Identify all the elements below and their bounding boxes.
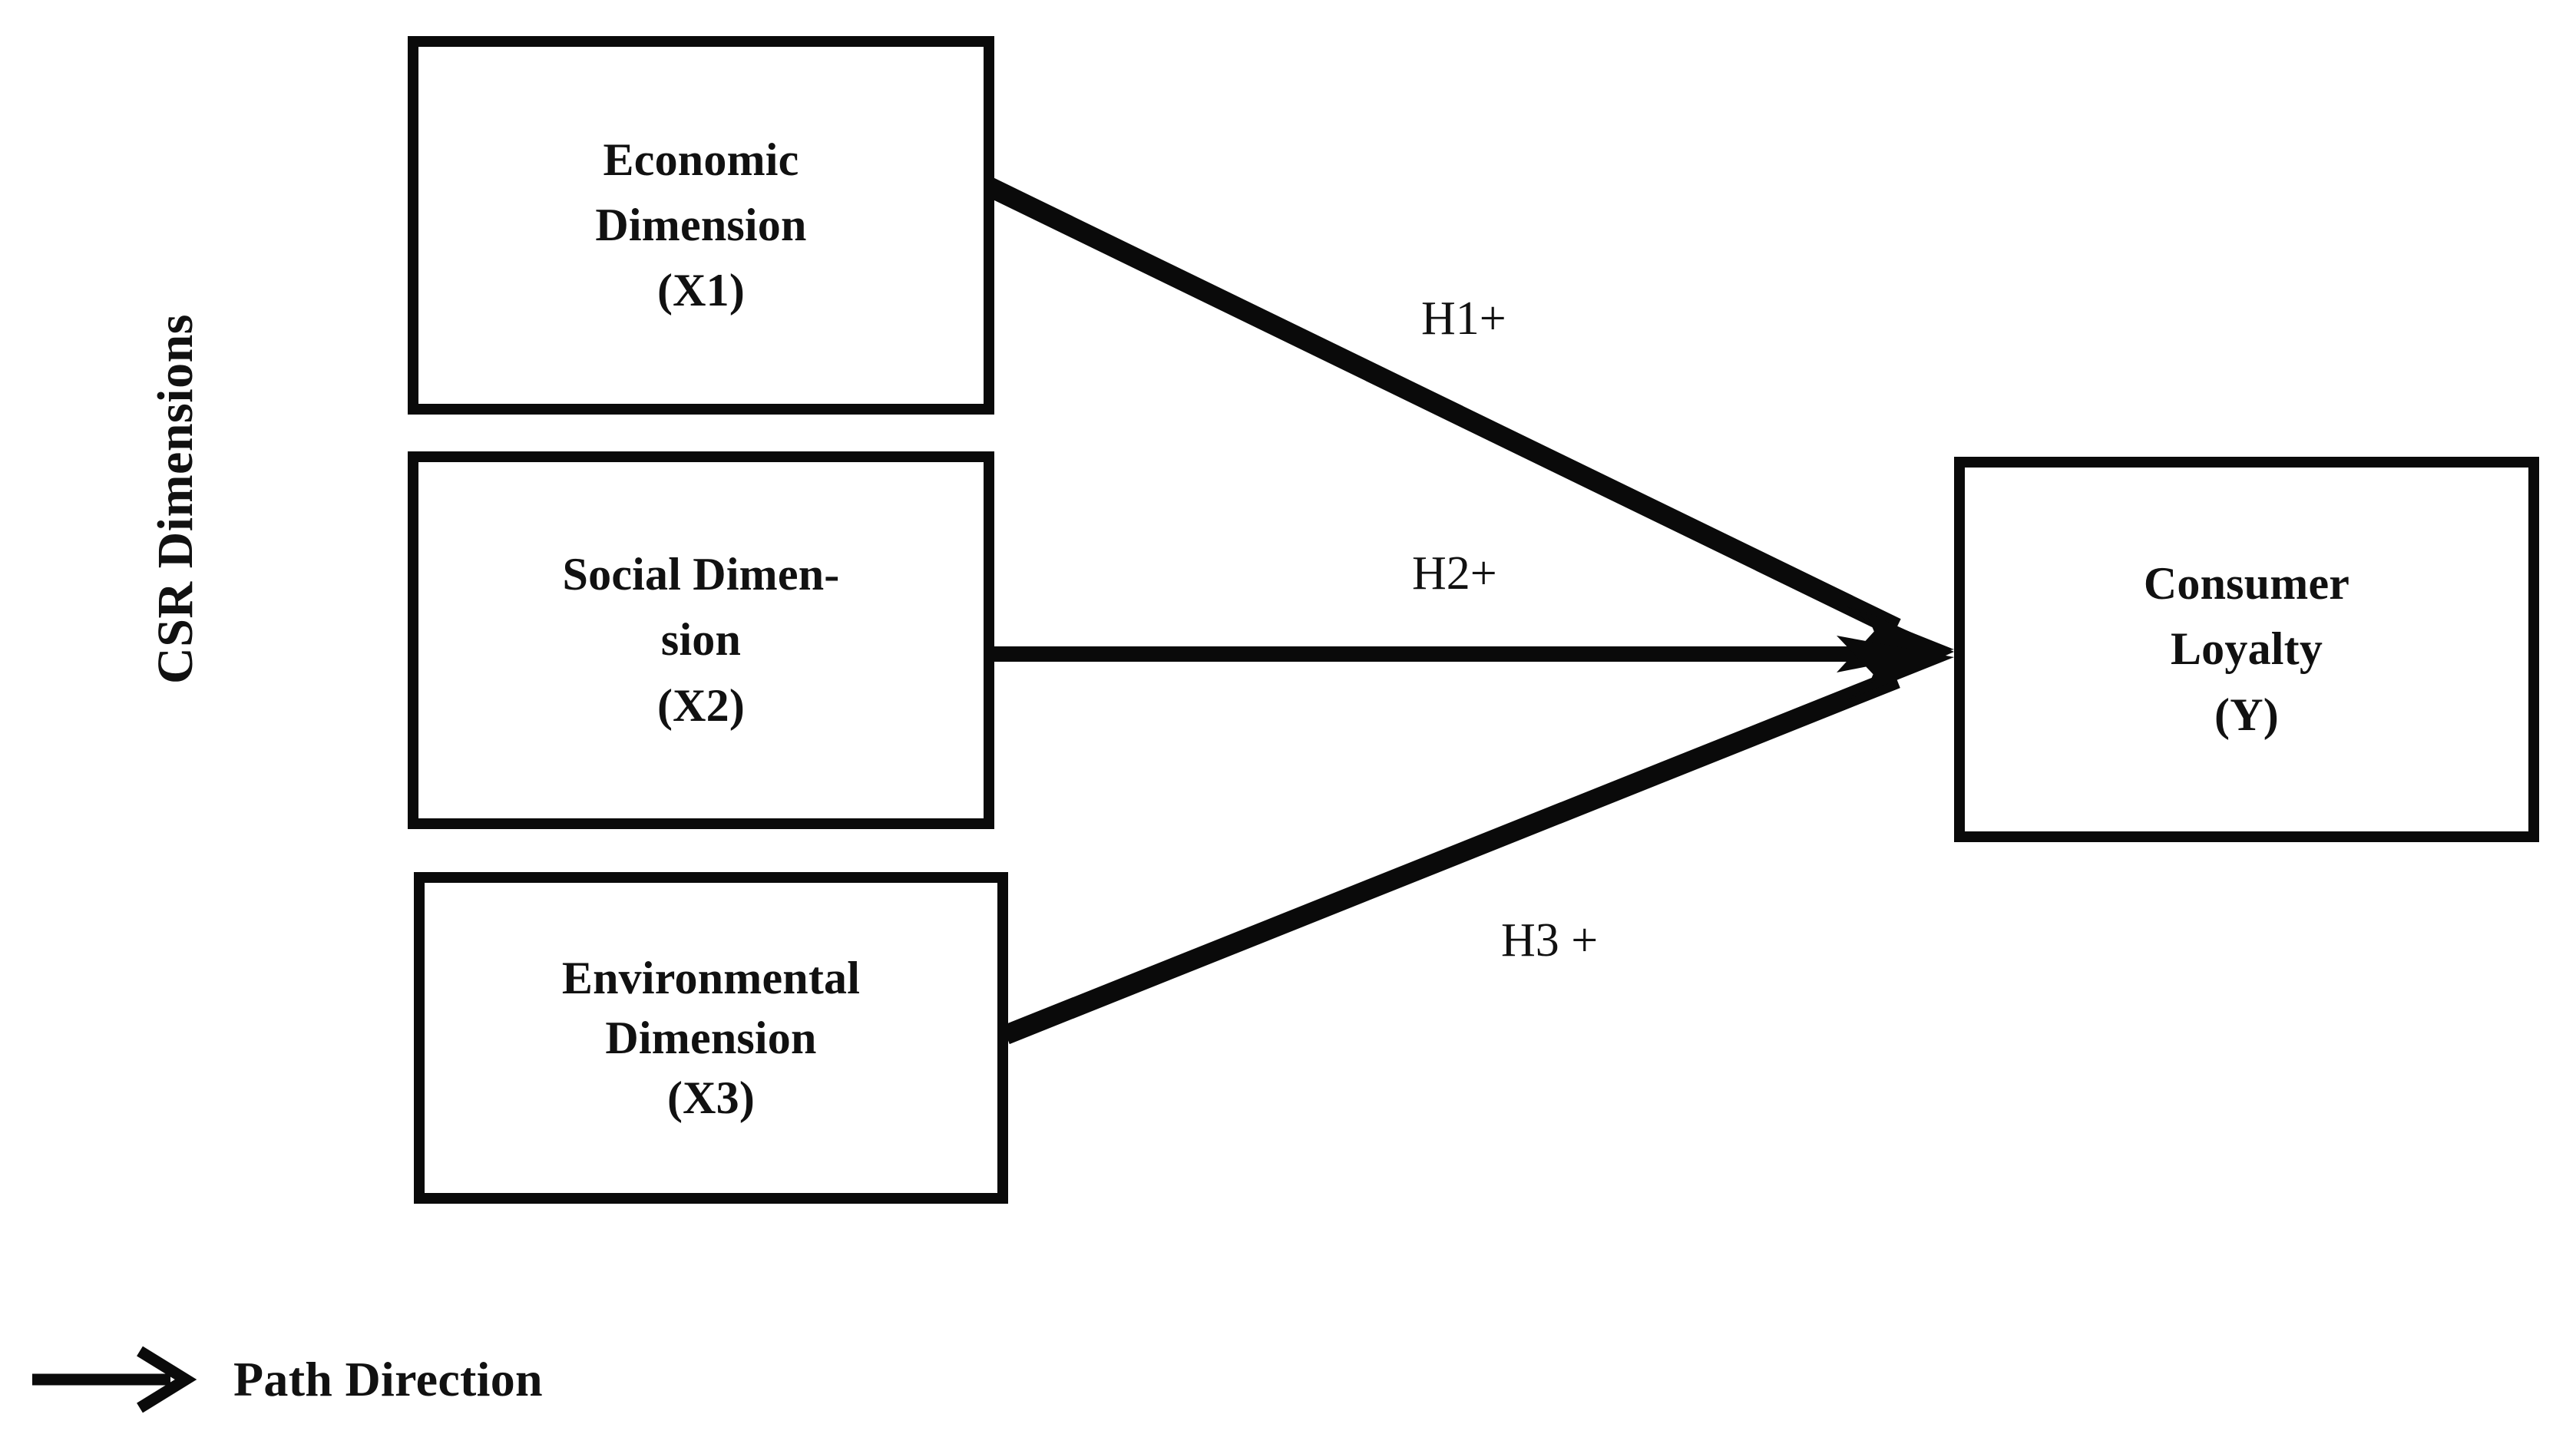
legend: Path Direction — [28, 1345, 543, 1414]
node-social-dimension[interactable]: Social Dimen- sion (X2) — [408, 451, 994, 829]
node-social-line-2: sion — [660, 614, 742, 666]
node-social-line-3: (X2) — [656, 679, 746, 731]
node-environmental-line-1: Environmental — [561, 953, 861, 1003]
hypothesis-label-h1: H1+ — [1421, 292, 1506, 345]
node-environmental-line-2: Dimension — [605, 1013, 817, 1063]
path-arrow-h2 — [990, 612, 1954, 692]
node-social-line-1: Social Dimen- — [562, 549, 840, 600]
path-arrow-h3 — [1002, 636, 1954, 1045]
node-environmental-line-3: (X3) — [666, 1072, 756, 1123]
legend-label: Path Direction — [233, 1352, 543, 1406]
node-economic-line-2: Dimension — [595, 199, 807, 250]
csr-dimensions-group-label: CSR Dimensions — [147, 314, 203, 684]
node-loyalty-line-2: Loyalty — [2170, 623, 2323, 675]
node-loyalty-line-1: Consumer — [2143, 558, 2350, 610]
node-economic-line-1: Economic — [603, 134, 799, 185]
hypothesis-label-h2: H2+ — [1412, 547, 1497, 600]
node-environmental-dimension[interactable]: Environmental Dimension (X3) — [414, 872, 1008, 1204]
arrow-right-icon — [32, 1346, 197, 1413]
node-loyalty-line-3: (Y) — [2214, 689, 2279, 740]
node-consumer-loyalty[interactable]: Consumer Loyalty (Y) — [1954, 457, 2539, 842]
node-economic-dimension[interactable]: Economic Dimension (X1) — [408, 36, 994, 415]
hypothesis-label-h3: H3 + — [1501, 914, 1599, 967]
node-economic-line-3: (X1) — [656, 265, 746, 316]
